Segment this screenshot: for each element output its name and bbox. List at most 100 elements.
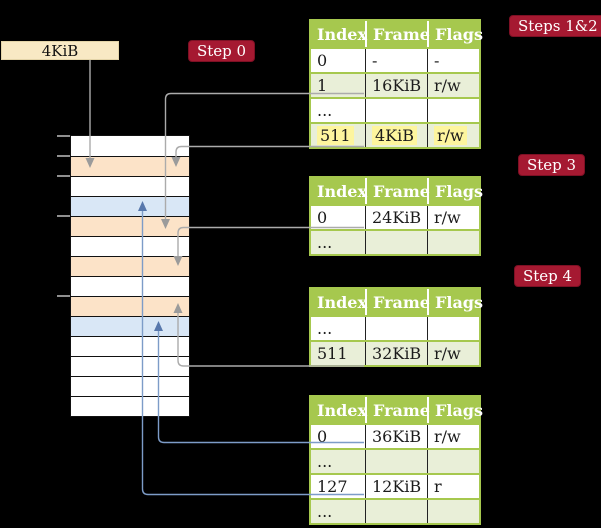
cell-value: 16KiB — [372, 76, 422, 95]
cell-value: 24KiB — [372, 208, 422, 227]
table-cell — [365, 317, 427, 340]
column-header: Index — [317, 400, 368, 420]
table-cell — [427, 231, 479, 254]
table-cell — [365, 99, 427, 122]
table-row: 127 12KiB r — [311, 473, 479, 498]
table-cell: 24KiB — [365, 206, 427, 229]
column-header: Frame — [365, 397, 430, 423]
column-header: Index — [317, 24, 368, 44]
column-header: Flags — [427, 397, 483, 423]
memory-frame-row — [71, 215, 189, 236]
memory-frame-row — [71, 395, 189, 416]
table-cell — [427, 99, 479, 122]
address-tick — [57, 155, 70, 157]
cell-value: 36KiB — [372, 427, 422, 446]
cell-value: 12KiB — [372, 477, 422, 496]
frame-size-label: 4KiB — [41, 41, 79, 60]
table-cell: - — [427, 49, 479, 72]
memory-frame-row — [71, 335, 189, 356]
highlighted-value: 4KiB — [372, 126, 418, 145]
cell-value: 0 — [317, 427, 328, 446]
table-row: ... — [311, 97, 479, 122]
table-cell: r/w — [427, 425, 479, 448]
table-row: 0 36KiB r/w — [311, 423, 479, 448]
table-cell: r/w — [427, 124, 479, 147]
table-cell: 0 — [311, 206, 365, 229]
table-cell: ... — [311, 231, 365, 254]
memory-frame-row — [71, 175, 189, 196]
table-cell — [365, 450, 427, 473]
column-header: Frame — [365, 21, 430, 47]
table-cell — [365, 500, 427, 523]
table-cell: 16KiB — [365, 74, 427, 97]
memory-frame-row — [71, 275, 189, 296]
table-cell: ... — [311, 450, 365, 473]
table-row: ... — [311, 229, 479, 254]
connector-table1-row511-to-frame-4kib — [171, 145, 364, 167]
table-cell: 127 — [311, 475, 365, 498]
column-header: Flags — [427, 21, 483, 47]
cell-value: ... — [317, 452, 333, 471]
memory-frame-row — [71, 135, 189, 156]
column-header: Index — [317, 292, 368, 312]
table-cell — [427, 500, 479, 523]
step3-label: Step 3 — [518, 154, 586, 176]
memory-column — [70, 134, 190, 417]
cell-value: 0 — [317, 51, 328, 70]
cell-value: ... — [317, 502, 333, 521]
cell-value: ... — [317, 233, 333, 252]
table-cell: r — [427, 475, 479, 498]
table-row: ... — [311, 448, 479, 473]
cell-value: r/w — [434, 76, 461, 95]
table-cell: ... — [311, 500, 365, 523]
address-tick — [57, 215, 70, 217]
table-cell — [427, 450, 479, 473]
cell-value: 32KiB — [372, 344, 422, 363]
cell-value: - — [372, 51, 378, 70]
address-tick — [57, 295, 70, 297]
memory-frame-row — [71, 255, 189, 276]
table-cell: 32KiB — [365, 342, 427, 365]
step4-label: Step 4 — [514, 265, 582, 287]
column-header: Index — [317, 181, 368, 201]
column-header: Frame — [365, 289, 430, 315]
cell-value: r/w — [434, 208, 461, 227]
column-header: Flags — [427, 178, 483, 204]
cell-value: ... — [317, 319, 333, 338]
table-row: ... — [311, 315, 479, 340]
cell-value: r/w — [434, 427, 461, 446]
table-row: ... — [311, 498, 479, 523]
column-header: Flags — [427, 289, 483, 315]
cell-value: r — [434, 477, 442, 496]
table-cell: ... — [311, 99, 365, 122]
table-cell: r/w — [427, 206, 479, 229]
table-cell: 511 — [311, 124, 365, 147]
table-row: 0 24KiB r/w — [311, 204, 479, 229]
table-row: 511 32KiB r/w — [311, 340, 479, 365]
memory-frame-row — [71, 235, 189, 256]
table-cell — [427, 317, 479, 340]
table-cell: 36KiB — [365, 425, 427, 448]
table-cell — [365, 231, 427, 254]
cell-value: 511 — [317, 344, 348, 363]
table-row: 0 - - — [311, 47, 479, 72]
table-cell: ... — [311, 317, 365, 340]
memory-frame-row — [71, 195, 189, 216]
address-tick — [57, 175, 70, 177]
memory-frame-row — [71, 295, 189, 316]
cell-value: - — [434, 51, 440, 70]
cell-value: 1 — [317, 76, 328, 95]
highlighted-value: 511 — [317, 126, 354, 145]
cell-value: r/w — [434, 344, 461, 363]
cell-value: 0 — [317, 208, 328, 227]
frame-size-box: 4KiB — [1, 41, 119, 60]
memory-frame-row — [71, 315, 189, 336]
